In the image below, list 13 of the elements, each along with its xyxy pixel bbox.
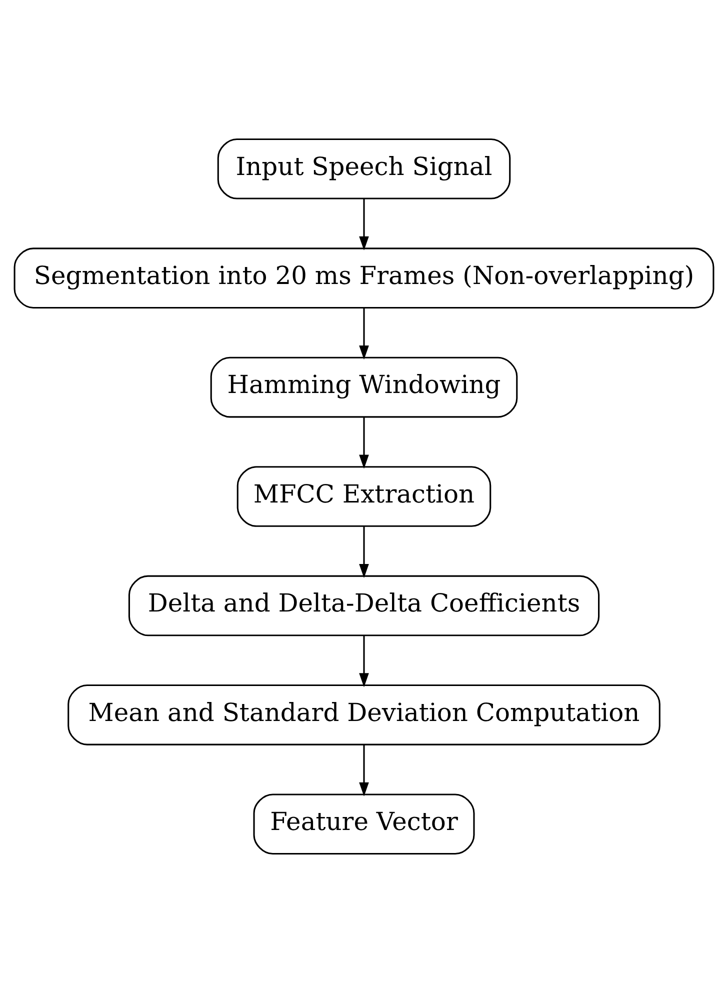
arrow (359, 744, 369, 796)
arrow (359, 416, 369, 468)
node-box: Mean and Standard Deviation Computation (68, 684, 660, 745)
arrow (359, 198, 369, 250)
arrow (359, 526, 369, 578)
node-box: Delta and Delta-Delta Coefficients (128, 574, 600, 636)
node-box: MFCC Extraction (236, 466, 492, 526)
arrow (359, 635, 369, 687)
node-box: Input Speech Signal (217, 138, 511, 199)
arrow (359, 308, 369, 360)
node-box: Hamming Windowing (210, 356, 518, 418)
node-box: Segmentation into 20 ms Frames (Non-overlapping) (14, 247, 714, 308)
node-box: Feature Vector (253, 793, 475, 854)
